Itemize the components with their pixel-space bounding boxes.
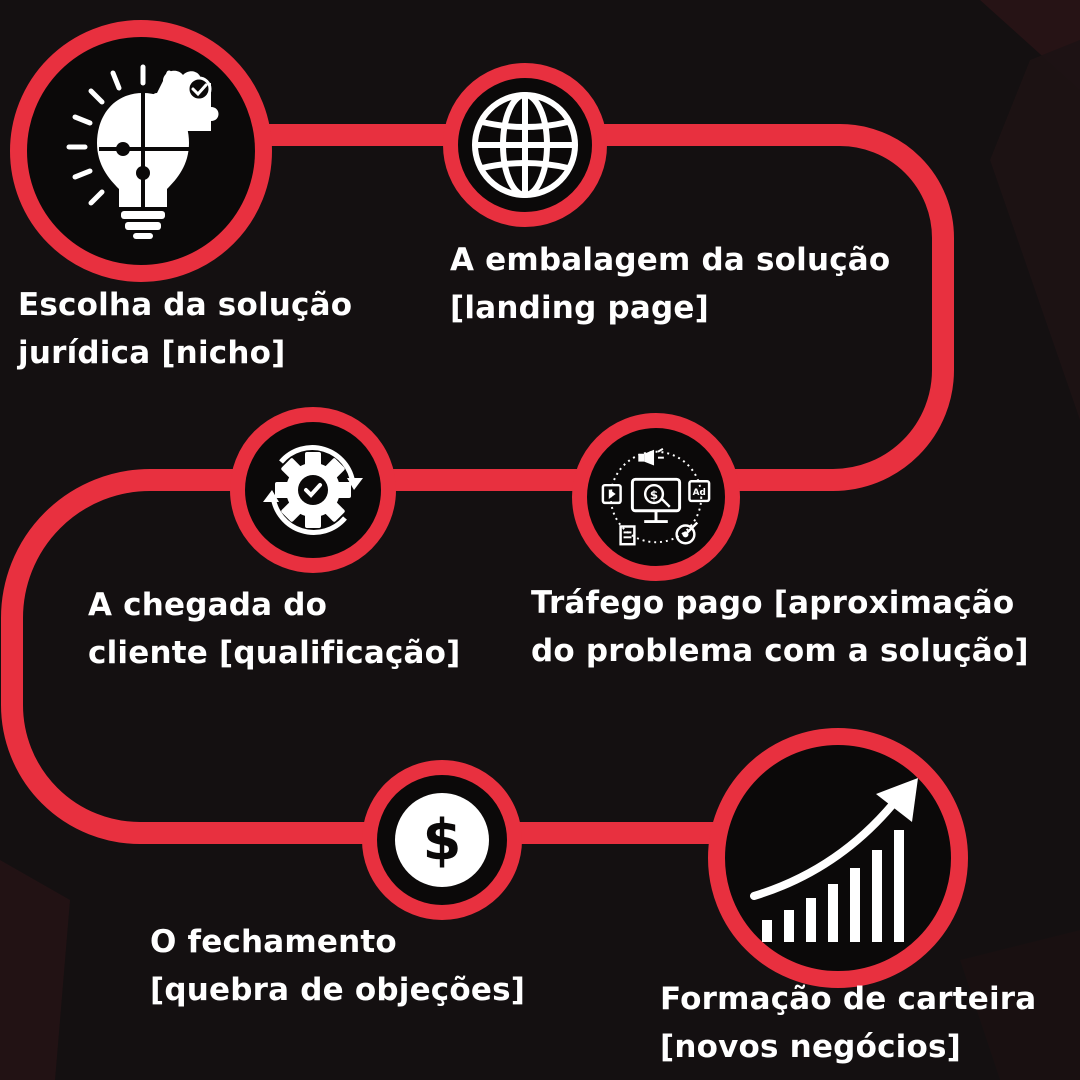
step-3-subtitle: do problema com a solução] (531, 633, 1029, 669)
digital-marketing-icon: $ Ad (601, 447, 711, 546)
step-2-label: A embalagem da solução [landing page] (450, 236, 890, 332)
step-6-node (708, 728, 968, 988)
step-1-title: Escolha da solução (18, 287, 353, 323)
step-5-label: O fechamento [quebra de objeções] (150, 918, 525, 1014)
step-5-subtitle: [quebra de objeções] (150, 972, 526, 1008)
growth-chart-icon (750, 778, 918, 942)
step-6-subtitle: [novos negócios] (660, 1029, 961, 1065)
step-4-node (230, 407, 396, 573)
step-4-subtitle: cliente [qualificação] (88, 635, 461, 671)
step-1-label: Escolha da solução jurídica [nicho] (18, 281, 352, 377)
step-1-node (10, 20, 272, 282)
connector-line (1, 124, 954, 844)
step-4-title: A chegada do (88, 587, 328, 623)
dollar-icon: $ (395, 793, 489, 887)
step-4-label: A chegada do cliente [qualificação] (88, 581, 461, 677)
step-2-subtitle: [landing page] (450, 290, 709, 326)
gear-check-icon (263, 445, 363, 535)
step-1-subtitle: jurídica [nicho] (18, 335, 286, 371)
step-2-node (443, 63, 607, 227)
step-5-title: O fechamento (150, 924, 397, 960)
globe-icon (472, 92, 578, 198)
step-5-node: $ (362, 760, 522, 920)
svg-text:Ad: Ad (693, 488, 706, 498)
step-3-label: Tráfego pago [aproximação do problema co… (531, 579, 1029, 675)
step-3-node: $ Ad (572, 413, 740, 581)
step-2-title: A embalagem da solução (450, 242, 891, 278)
step-6-label: Formação de carteira [novos negócios] (660, 975, 1036, 1071)
step-3-title: Tráfego pago [aproximação (531, 585, 1015, 621)
lightbulb-puzzle-icon (66, 64, 219, 239)
svg-text:$: $ (423, 808, 462, 873)
step-6-title: Formação de carteira (660, 981, 1037, 1017)
svg-text:$: $ (650, 488, 658, 502)
